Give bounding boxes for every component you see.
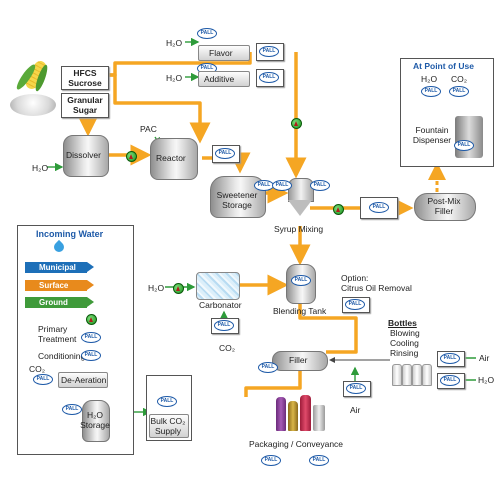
dissolver-pump-icon <box>126 151 137 162</box>
flavor-line-pump-icon <box>291 118 302 129</box>
source-ground: Ground <box>25 297 94 308</box>
carbonator-vessel <box>196 272 240 300</box>
blending-tank-pall-icon: PALL <box>291 275 311 286</box>
flavor-h2o-label: H₂O <box>166 38 183 48</box>
filler-label: Filler <box>289 355 308 365</box>
dissolver-h2o-label: H₂O <box>32 163 49 173</box>
point-of-use-title: At Point of Use <box>413 61 474 71</box>
pac-label: PAC <box>140 124 157 134</box>
flavor-pall-filter-icon: PALL <box>259 46 279 57</box>
process-lines <box>77 52 414 397</box>
packaging-left-pall-icon: PALL <box>261 455 281 466</box>
blend-to-filler-line <box>298 302 358 354</box>
h2o-storage-tank <box>82 400 110 442</box>
incoming-water-pump-icon <box>86 314 97 325</box>
citrus-pall-icon: PALL <box>345 299 365 310</box>
bottle-h2o-label: H₂O <box>478 375 495 385</box>
filler-air-pall-icon: PALL <box>346 383 366 394</box>
additive-vessel <box>198 71 250 87</box>
additive-pall-filter-icon: PALL <box>259 72 279 83</box>
packaging-right-pall-icon: PALL <box>309 455 329 466</box>
blending-tank-vessel <box>286 264 316 304</box>
blending-tank-label: Blending Tank <box>273 306 327 316</box>
conditioning-pall-icon: PALL <box>81 350 101 361</box>
flavor-label: Flavor <box>209 48 233 58</box>
storage-inlet-pall-icon: PALL <box>62 404 82 415</box>
top-pall-filter-icon: PALL <box>197 28 217 39</box>
storage-pall-filter-icon: PALL <box>254 180 274 191</box>
additive-label: Additive <box>204 74 235 84</box>
bottle-air-label: Air <box>479 353 490 363</box>
packaging-label: Packaging / Conveyance <box>249 439 344 449</box>
de-aeration-vessel <box>58 372 108 388</box>
filler-to-packaging-line <box>244 370 302 397</box>
carbonator-co2-label: CO₂ <box>219 343 236 353</box>
dissolver-tank <box>63 135 109 177</box>
carbonator-h2o-label: H₂O <box>148 283 165 293</box>
filler-vessel <box>272 351 328 371</box>
reactor-pall-filter-icon: PALL <box>215 148 235 159</box>
bottle-air-pall-icon: PALL <box>440 353 460 364</box>
bottles-steps-label: Blowing Cooling Rinsing <box>390 328 420 358</box>
post-mix-filler-vessel <box>414 193 476 221</box>
fountain-dispenser-label: Fountain Dispenser <box>412 125 452 145</box>
syrup-mixing-vessel <box>288 178 314 218</box>
bulk-co2-label: Bulk CO₂ Supply <box>150 416 186 436</box>
hfcs-sucrose-label: HFCS Sucrose <box>68 68 102 88</box>
filler-air-label: Air <box>350 405 361 415</box>
flavor-vessel <box>198 45 250 61</box>
reactor-tank <box>150 138 198 180</box>
fountain-dispenser-image <box>455 116 483 158</box>
primary-treatment-label: Primary Treatment <box>38 324 77 344</box>
granular-sugar-box: Granular Sugar <box>61 93 109 118</box>
sweetener-storage-label: Sweetener Storage <box>216 190 258 210</box>
bulk-co2-vessel <box>149 414 189 438</box>
additive-h2o-label: H₂O <box>166 73 183 83</box>
sugar-line <box>108 73 211 144</box>
syrup-pall-right-icon: PALL <box>310 180 330 191</box>
reactor-label: Reactor <box>156 153 186 163</box>
pou-dispenser-pall-icon: PALL <box>454 140 474 151</box>
pou-co2-label: CO₂ <box>451 74 468 84</box>
bottle-h2o-pall-icon: PALL <box>440 375 460 386</box>
conditioning-label: Conditioning <box>38 351 86 361</box>
source-surface: Surface <box>25 280 94 291</box>
carbonator-pall-icon: PALL <box>214 320 234 331</box>
dissolver-label: Dissolver <box>66 150 101 160</box>
filler-left-pall-icon: PALL <box>258 362 278 373</box>
bottles-image <box>392 360 432 386</box>
hfcs-sucrose-box: HFCS Sucrose <box>61 66 109 90</box>
carbonator-pump-icon <box>173 283 184 294</box>
deaeration-co2-pall-icon: PALL <box>33 374 53 385</box>
bulk-co2-pall-icon: PALL <box>157 396 177 407</box>
syrup-line-pump-icon <box>333 204 344 215</box>
de-aeration-label: De-Aeration <box>61 375 107 385</box>
syrup-pall-left-icon: PALL <box>272 180 292 191</box>
h2o-storage-label: H₂O Storage <box>80 410 110 430</box>
syrup-line-pall-filter-icon: PALL <box>369 202 389 213</box>
incoming-water-title: Incoming Water <box>36 229 104 239</box>
pou-h2o-pall-icon: PALL <box>421 86 441 97</box>
post-mix-filler-label: Post-Mix Filler <box>427 196 461 216</box>
deaeration-co2-label: CO₂ <box>29 364 46 374</box>
granular-sugar-label: Granular Sugar <box>67 95 103 115</box>
pou-h2o-label: H₂O <box>421 74 438 84</box>
carbonator-label: Carbonator <box>199 300 242 310</box>
pou-co2-pall-icon: PALL <box>449 86 469 97</box>
bottles-title: Bottles <box>388 318 417 328</box>
primary-pall-icon: PALL <box>81 332 101 343</box>
source-municipal: Municipal <box>25 262 94 273</box>
syrup-mixing-label: Syrup Mixing <box>274 224 324 234</box>
sugar-bowl-image <box>10 90 58 120</box>
packaging-products-image <box>270 393 330 433</box>
citrus-option-label: Option: Citrus Oil Removal <box>341 273 412 293</box>
